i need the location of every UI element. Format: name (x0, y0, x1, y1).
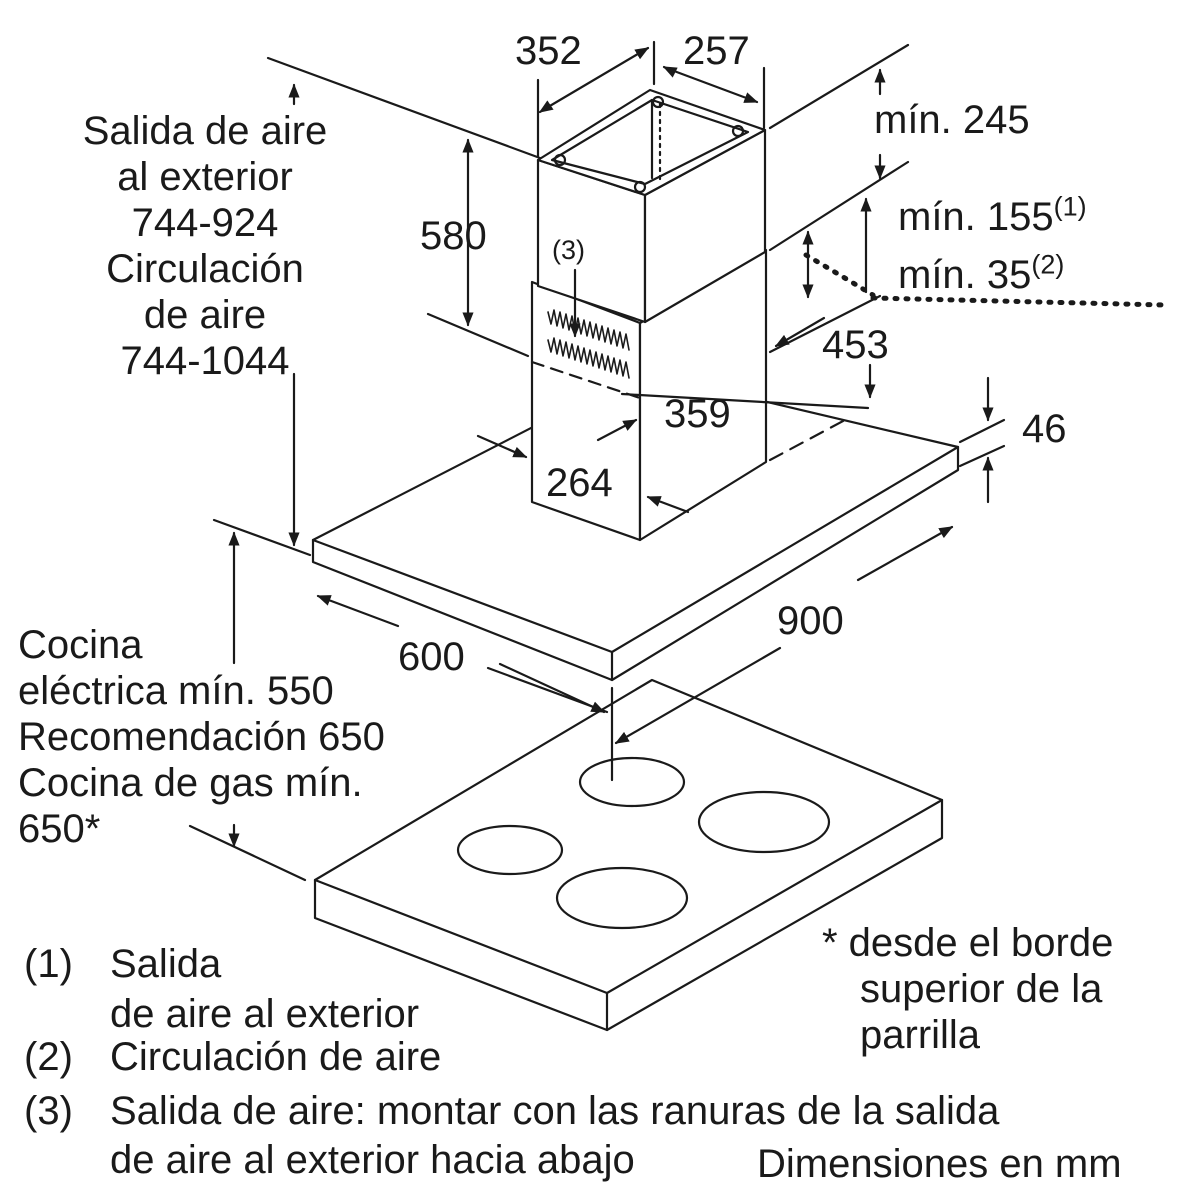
cooktop-clearance-label: Cocina eléctrica mín. 550 Recomendación … (18, 622, 385, 852)
dim-duct-depth: 257 (683, 29, 750, 73)
note-ref-1: (1) (1053, 191, 1087, 222)
duct-label-line: Salida de aire (82, 109, 328, 153)
legend-num-1: (1) (24, 942, 73, 986)
dim-min-35-row: mín. 35(2) (898, 249, 1065, 298)
duct-label-line: 744-1044 (120, 339, 290, 383)
dim-min-245: mín. 245 (874, 98, 1030, 142)
legend-text-1b: de aire al exterior (110, 992, 420, 1036)
asterisk-note: * desde el borde superior de la parrilla (822, 920, 1113, 1058)
burner-front (555, 866, 689, 930)
dim-264: 264 (546, 461, 613, 505)
screw-hole (651, 95, 665, 109)
dim-hood-thickness: 46 (1022, 407, 1067, 451)
dim-hood-depth: 600 (398, 635, 465, 679)
dim-453: 453 (822, 323, 889, 367)
cooktop-label-line: Cocina (18, 623, 143, 667)
dim-min-155: mín. 155 (898, 195, 1054, 239)
burner-left (456, 824, 564, 876)
duct-label-line: Circulación (106, 247, 304, 291)
screw-hole (731, 124, 745, 138)
legend-text-1a: Salida (110, 942, 222, 986)
duct-label-line: 744-924 (131, 201, 279, 245)
screw-hole (633, 180, 647, 194)
asterisk-note-line: parrilla (860, 1013, 981, 1057)
dim-duct-width: 352 (515, 29, 582, 73)
asterisk-note-line: superior de la (860, 967, 1103, 1011)
dimension-arrows (228, 46, 994, 848)
screw-hole (553, 153, 567, 167)
note-ref-2: (2) (1031, 249, 1065, 280)
cooktop-label-line: Cocina de gas mín. (18, 761, 363, 805)
cooktop-label-line: Recomendación 650 (18, 715, 385, 759)
burner-right (697, 790, 831, 854)
dim-min-35: mín. 35 (898, 253, 1032, 297)
upper-chimney-drawing (536, 88, 767, 324)
duct-label-line: de aire (143, 293, 267, 337)
legend-text-3a: Salida de aire: montar con las ranuras d… (110, 1089, 1000, 1133)
dim-359: 359 (664, 392, 731, 436)
dim-min-155-row: mín. 155(1) (898, 191, 1087, 240)
duct-label-line: al exterior (117, 155, 293, 199)
units-note: Dimensiones en mm (757, 1142, 1122, 1186)
burner-back (578, 756, 686, 808)
cooktop-drawing (313, 678, 944, 1032)
asterisk-note-line: * desde el borde (822, 921, 1114, 965)
legend-num-3: (3) (24, 1089, 73, 1133)
legend-text-2: Circulación de aire (110, 1035, 442, 1079)
air-outlet-slots (547, 309, 630, 379)
callout-3: (3) (552, 235, 585, 265)
dim-duct-height: 580 (420, 214, 487, 258)
duct-length-label: Salida de aire al exterior 744-924 Circu… (40, 108, 370, 384)
legend-text-3b: de aire al exterior hacia abajo (110, 1138, 635, 1182)
cooktop-label-line: 650* (18, 807, 101, 851)
dim-hood-width: 900 (777, 599, 844, 643)
legend-num-2: (2) (24, 1035, 73, 1079)
lower-chimney-drawing (530, 248, 768, 542)
cooktop-label-line: eléctrica mín. 550 (18, 669, 334, 713)
